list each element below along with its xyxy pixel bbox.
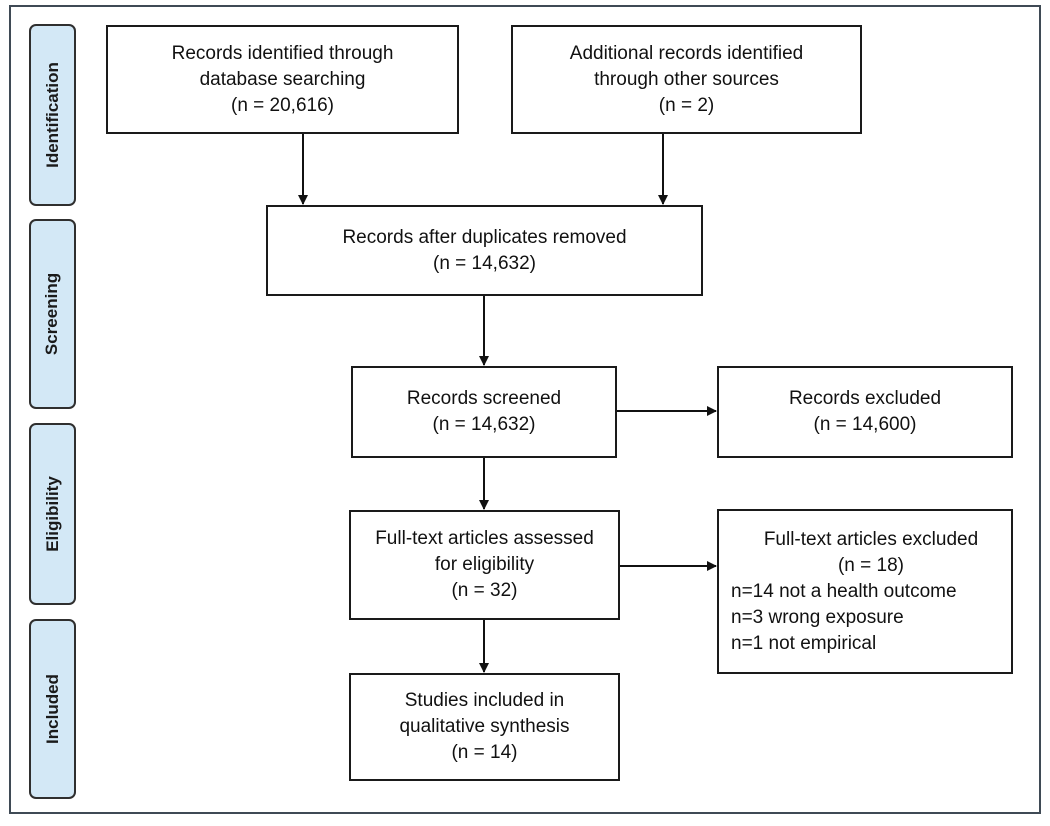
- exclusion-reason: n=14 not a health outcome: [731, 580, 957, 602]
- box-line: Records excluded: [788, 388, 942, 409]
- stage-included: Included: [29, 619, 76, 799]
- exclusion-reason: n=1 not empirical: [731, 632, 877, 654]
- box-line: Records identified through: [171, 42, 394, 64]
- box-title: Full-text articles excluded: [763, 528, 979, 550]
- records-excluded-box: Records excluded (n = 14,600): [717, 366, 1013, 458]
- box-line: for eligibility: [434, 554, 535, 575]
- stage-screening: Screening: [29, 219, 76, 409]
- box-line: qualitative synthesis: [399, 716, 570, 737]
- box-line: Full-text articles assessed: [375, 528, 594, 549]
- stage-identification: Identification: [29, 24, 76, 206]
- database-records-box: Records identified through database sear…: [106, 25, 459, 134]
- box-count: (n = 18): [837, 554, 904, 576]
- box-line: database searching: [199, 68, 366, 90]
- fulltext-assessed-box: Full-text articles assessed for eligibil…: [349, 510, 620, 620]
- box-line: Records screened: [406, 388, 562, 409]
- box-line: through other sources: [594, 68, 779, 90]
- box-line: Records after duplicates removed: [342, 226, 627, 248]
- studies-included-box: Studies included in qualitative synthesi…: [349, 673, 620, 781]
- records-screened-box: Records screened (n = 14,632): [351, 366, 617, 458]
- diagram-frame: [9, 5, 1041, 814]
- fulltext-excluded-box: Full-text articles excluded (n = 18) n=1…: [717, 509, 1013, 674]
- box-line: (n = 2): [658, 94, 715, 116]
- box-line: (n = 14,632): [432, 414, 536, 435]
- box-line: (n = 20,616): [231, 94, 334, 116]
- box-line: (n = 32): [451, 580, 518, 601]
- duplicates-removed-box: Records after duplicates removed (n = 14…: [266, 205, 703, 296]
- other-sources-box: Additional records identified through ot…: [511, 25, 862, 134]
- box-line: (n = 14): [451, 742, 518, 763]
- stage-eligibility: Eligibility: [29, 423, 76, 605]
- box-line: Studies included in: [404, 690, 565, 711]
- box-line: (n = 14,600): [813, 414, 917, 435]
- box-line: Additional records identified: [569, 42, 804, 64]
- exclusion-reason: n=3 wrong exposure: [731, 606, 904, 628]
- box-line: (n = 14,632): [433, 252, 536, 274]
